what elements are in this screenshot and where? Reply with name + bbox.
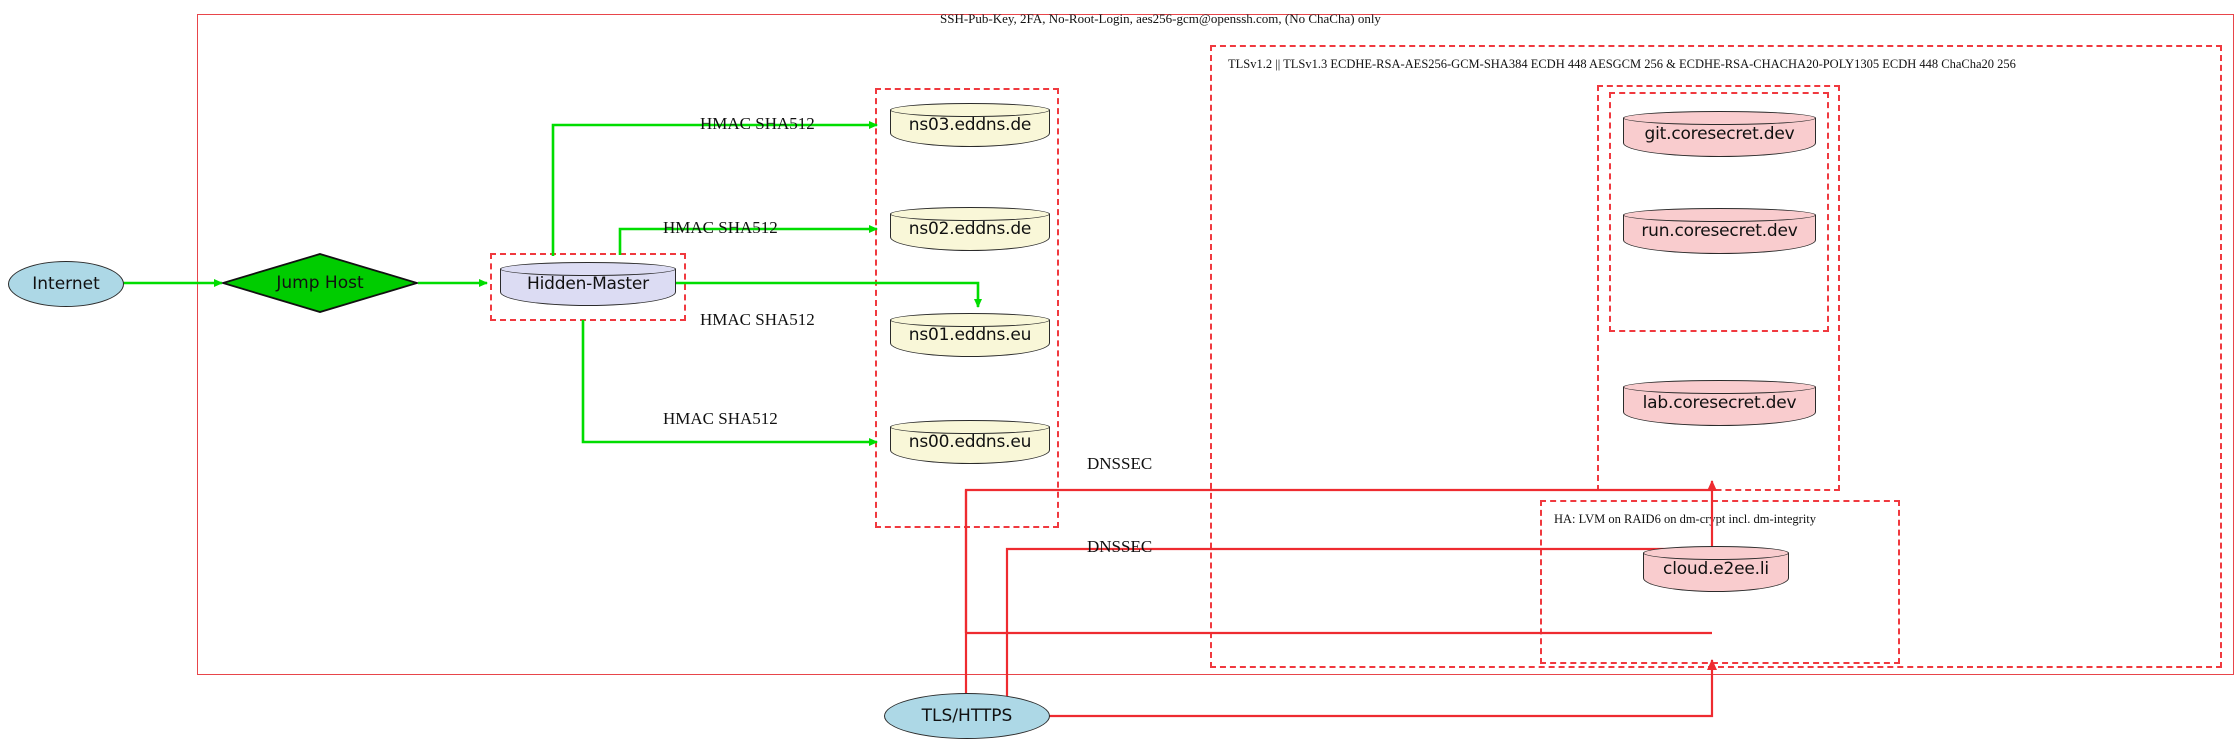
jump-host-shape [219, 253, 421, 313]
edge-label-hmac-ns03: HMAC SHA512 [700, 114, 815, 133]
node-ns01-label: ns01.eddns.eu [908, 325, 1032, 345]
node-lab-label: lab.coresecret.dev [1642, 393, 1797, 413]
node-cloud-e2ee[interactable]: cloud.e2ee.li [1643, 546, 1789, 592]
cluster-ha-label: HA: LVM on RAID6 on dm-crypt incl. dm-in… [1554, 512, 1817, 526]
node-internet-label: Internet [32, 274, 100, 294]
node-git-label: git.coresecret.dev [1644, 124, 1795, 144]
cylinder-top [890, 420, 1050, 434]
node-cloud-label: cloud.e2ee.li [1663, 559, 1769, 579]
node-run-label: run.coresecret.dev [1641, 221, 1798, 241]
cylinder-top [1643, 546, 1789, 560]
cylinder-top [890, 313, 1050, 327]
node-jump-host-label: Jump Host [276, 273, 364, 293]
edge-label-hmac-ns01: HMAC SHA512 [700, 310, 815, 329]
cylinder-top [1623, 111, 1816, 125]
node-run-coresecret[interactable]: run.coresecret.dev [1623, 208, 1816, 254]
node-tls-https-label: TLS/HTTPS [921, 706, 1013, 726]
node-ns03[interactable]: ns03.eddns.de [890, 103, 1050, 147]
node-internet[interactable]: Internet [8, 261, 124, 307]
cylinder-top [890, 207, 1050, 221]
edge-label-hmac-ns00: HMAC SHA512 [663, 409, 778, 428]
cluster-ssh-outer-label: SSH-Pub-Key, 2FA, No-Root-Login, aes256-… [940, 11, 1381, 26]
node-ns02-label: ns02.eddns.de [908, 219, 1032, 239]
node-ns03-label: ns03.eddns.de [908, 115, 1032, 135]
node-jump-host[interactable]: Jump Host [219, 253, 421, 313]
cylinder-top [1623, 380, 1816, 394]
cylinder-top [890, 103, 1050, 117]
cluster-tls-label: TLSv1.2 || TLSv1.3 ECDHE-RSA-AES256-GCM-… [1228, 57, 2016, 71]
edge-label-dnssec-2: DNSSEC [1087, 537, 1153, 556]
node-ns00-label: ns00.eddns.eu [908, 432, 1032, 452]
node-ns01[interactable]: ns01.eddns.eu [890, 313, 1050, 357]
cluster-coresecret-outer [1597, 85, 1840, 491]
cylinder-body [890, 427, 1050, 464]
node-hidden-master-label: Hidden-Master [527, 274, 649, 294]
cylinder-top [500, 262, 676, 276]
node-git-coresecret[interactable]: git.coresecret.dev [1623, 111, 1816, 157]
cluster-coresecret-inner [1609, 92, 1829, 332]
edge-label-dnssec-1: DNSSEC [1087, 454, 1153, 473]
node-ns02[interactable]: ns02.eddns.de [890, 207, 1050, 251]
edge-label-hmac-ns02: HMAC SHA512 [663, 218, 778, 237]
node-ns00[interactable]: ns00.eddns.eu [890, 420, 1050, 464]
node-lab-coresecret[interactable]: lab.coresecret.dev [1623, 380, 1816, 426]
cylinder-top [1623, 208, 1816, 222]
node-tls-https[interactable]: TLS/HTTPS [884, 693, 1050, 739]
node-hidden-master[interactable]: Hidden-Master [500, 262, 676, 306]
